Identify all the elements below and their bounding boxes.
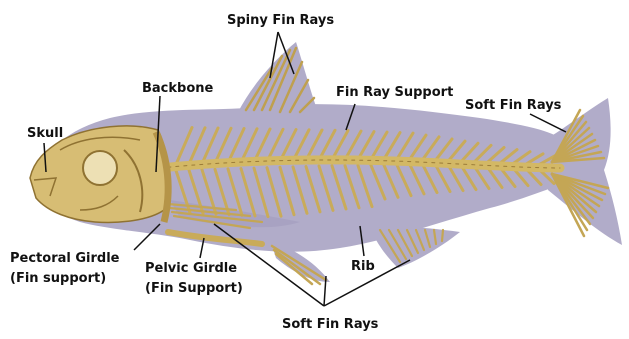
label-backbone: Backbone [142, 80, 213, 97]
label-pectoral-girdle: Pectoral Girdle [10, 250, 119, 267]
label-fin-ray-support: Fin Ray Support [336, 84, 453, 101]
eye-socket [83, 151, 117, 185]
label-spiny-fin-rays: Spiny Fin Rays [227, 12, 334, 29]
label-pectoral-girdle-sub: (Fin support) [10, 270, 106, 287]
label-soft-fin-rays-tail: Soft Fin Rays [465, 97, 561, 114]
label-pelvic-girdle: Pelvic Girdle [145, 260, 237, 277]
label-soft-fin-rays-bottom: Soft Fin Rays [282, 316, 378, 333]
label-skull: Skull [27, 125, 63, 142]
label-pelvic-girdle-sub: (Fin Support) [145, 280, 243, 297]
anal-fin-ray [442, 230, 443, 241]
label-rib: Rib [351, 258, 375, 275]
